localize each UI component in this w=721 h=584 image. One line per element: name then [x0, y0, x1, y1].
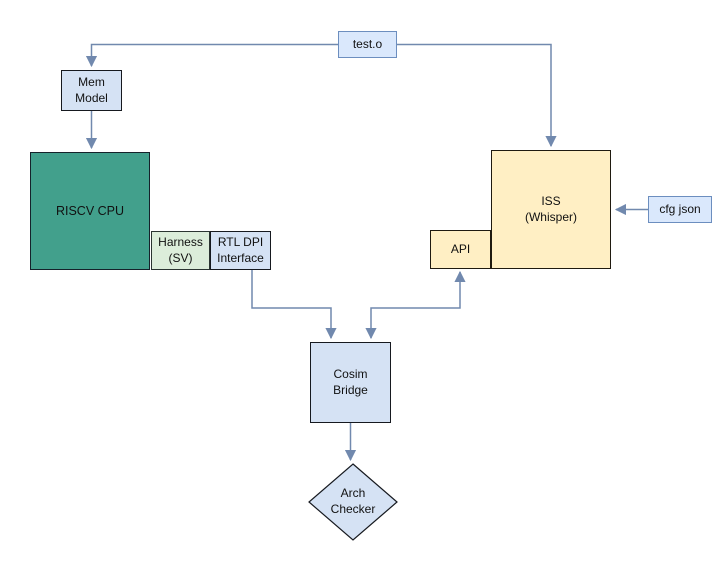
node-arch-checker: Arch Checker [305, 460, 401, 544]
node-test-o-label: test.o [352, 36, 383, 51]
node-iss-whisper-label: ISS (Whisper) [524, 193, 577, 224]
node-cfg-json-label: cfg json [659, 201, 701, 216]
node-mem-model-label: Mem Model [75, 74, 108, 105]
node-harness-sv-label: Harness (SV) [158, 234, 203, 265]
connector-rtl-dpi-to-cosim-bridge [251, 270, 337, 340]
connector-testo-to-mem-model [85, 43, 338, 68]
node-rtl-dpi-interface: RTL DPI Interface [210, 231, 271, 270]
node-api: API [430, 230, 491, 269]
node-cfg-json: cfg json [648, 196, 712, 223]
node-riscv-cpu: RISCV CPU [30, 152, 150, 270]
node-mem-model: Mem Model [61, 70, 122, 111]
node-test-o: test.o [338, 31, 397, 58]
connector-api-cosim-bridge-bidirectional [365, 270, 466, 340]
node-riscv-cpu-label: RISCV CPU [55, 203, 125, 218]
connector-testo-to-iss [397, 43, 557, 148]
node-rtl-dpi-interface-label: RTL DPI Interface [217, 234, 264, 265]
node-cosim-bridge: Cosim Bridge [310, 342, 391, 423]
node-arch-checker-label: Arch Checker [330, 486, 376, 516]
node-api-label: API [450, 241, 471, 256]
node-iss-whisper: ISS (Whisper) [491, 150, 611, 269]
node-harness-sv: Harness (SV) [151, 231, 210, 270]
node-cosim-bridge-label: Cosim Bridge [333, 366, 368, 397]
arch-checker-diamond-shape [308, 463, 398, 541]
